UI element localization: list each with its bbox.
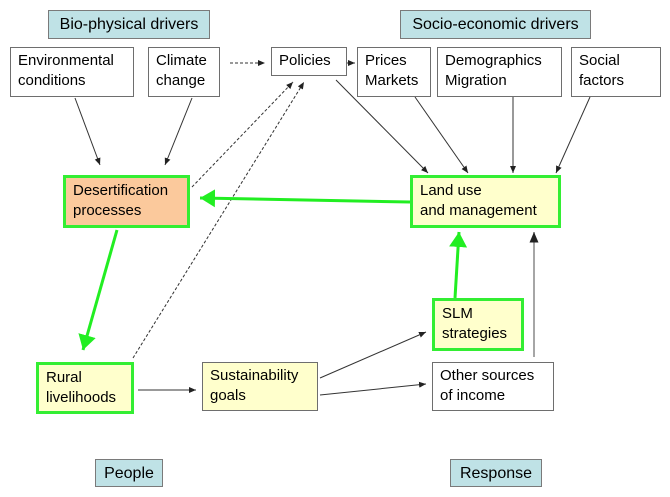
node-other-sources-of-income: Other sources of income	[432, 362, 554, 411]
arrow-slm-to-landuse	[449, 231, 468, 299]
node-text: Desertification	[73, 182, 169, 199]
arrow-desertification-to-rural	[78, 229, 119, 351]
node-text: change	[156, 72, 206, 89]
arrow-policies-to-landuse	[335, 79, 429, 174]
node-text: Other sources	[440, 367, 535, 384]
arrow-sustainability-to-slm	[319, 331, 427, 379]
arrow-social-to-landuse	[555, 96, 591, 174]
node-text: SLM	[442, 305, 473, 322]
node-text: factors	[579, 72, 625, 89]
node-land-use-management: Land use and management	[410, 175, 561, 228]
arrow-climate-to-desertification	[164, 97, 193, 166]
node-text: Policies	[279, 52, 331, 69]
node-slm-strategies: SLM strategies	[432, 298, 524, 351]
header-response: Response	[450, 459, 542, 487]
header-socioeconomic-drivers: Socio-economic drivers	[400, 10, 591, 39]
header-people: People	[95, 459, 163, 487]
node-environmental-conditions: Environmental conditions	[10, 47, 134, 97]
node-sustainability-goals: Sustainability goals	[202, 362, 318, 411]
node-text: Markets	[365, 72, 419, 89]
node-policies: Policies	[271, 47, 347, 76]
node-text: Prices	[365, 52, 407, 69]
node-demographics-migration: Demographics Migration	[437, 47, 562, 97]
node-text: strategies	[442, 325, 508, 342]
node-text: goals	[210, 387, 246, 404]
node-text: Demographics	[445, 52, 542, 69]
node-text: conditions	[18, 72, 86, 89]
node-text: Land use	[420, 182, 482, 199]
node-text: and management	[420, 202, 537, 219]
node-prices-markets: Prices Markets	[357, 47, 431, 97]
node-text: processes	[73, 202, 142, 219]
node-text: Social	[579, 52, 620, 69]
node-text: of income	[440, 387, 506, 404]
arrow-rural-to-policies-dashed	[132, 81, 305, 359]
node-social-factors: Social factors	[571, 47, 661, 97]
node-desertification-processes: Desertification processes	[63, 175, 190, 228]
node-text: Sustainability	[210, 367, 299, 384]
node-text: Environmental	[18, 52, 114, 69]
arrow-landuse-to-desertification	[199, 189, 411, 208]
node-text: Rural	[46, 369, 82, 386]
node-text: livelihoods	[46, 389, 117, 406]
header-biophysical-drivers: Bio-physical drivers	[48, 10, 210, 39]
arrow-environmental-to-desertification	[74, 97, 101, 166]
node-text: Climate	[156, 52, 207, 69]
arrow-sustainability-to-other-income	[319, 381, 427, 396]
node-rural-livelihoods: Rural livelihoods	[36, 362, 134, 414]
arrow-prices-to-landuse	[414, 96, 469, 174]
node-text: Migration	[445, 72, 507, 89]
node-climate-change: Climate change	[148, 47, 220, 97]
arrow-desertification-to-policies-dashed	[191, 81, 294, 188]
